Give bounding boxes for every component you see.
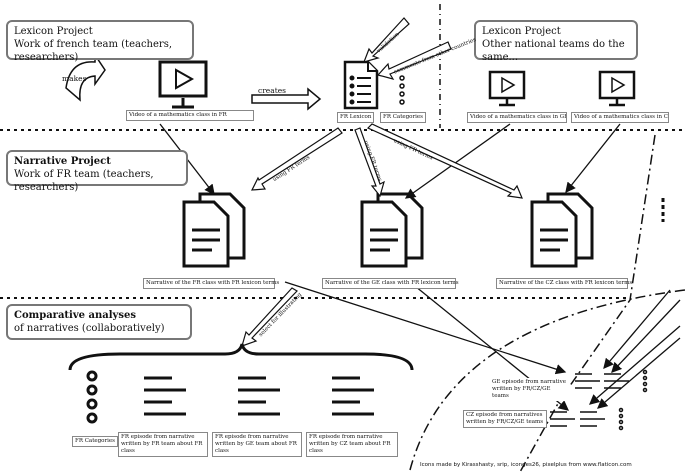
grouping-brace xyxy=(68,343,414,371)
narrative-ge-caption: Narrative of the GE class with FR lexico… xyxy=(322,278,459,289)
select-arrow xyxy=(241,287,298,347)
flow-arrows xyxy=(159,123,681,411)
box-subtitle: of narratives (collaboratively) xyxy=(14,323,165,334)
box-title: Narrative Project xyxy=(14,156,111,167)
video-cz-caption: Video of a mathematics class in CZ xyxy=(571,112,669,123)
narrative-fr-document-icon xyxy=(182,192,246,268)
makes-label: makes xyxy=(62,74,87,83)
creates-label: creates xyxy=(258,86,286,95)
fr-lexicon-caption: FR Lexicon xyxy=(337,112,375,123)
icon-credit: Icons made by Kirasshasty, srip, iconges… xyxy=(420,462,632,468)
right-episode-icons xyxy=(550,369,648,431)
narrative-fr-caption: Narrative of the FR class with FR lexico… xyxy=(143,278,279,289)
lexicon-project-fr-box: Lexicon Project Work of french team (tea… xyxy=(6,20,194,63)
makes-arrow xyxy=(65,52,106,102)
narrative-ge-document-icon xyxy=(360,192,424,268)
box-title: Comparative analyses xyxy=(14,310,136,321)
separator-lines xyxy=(0,4,685,472)
video-cz-icon xyxy=(598,70,636,107)
narrative-cz-caption: Narrative of the CZ class with FR lexico… xyxy=(496,278,632,289)
cz-episode-caption: CZ episode from narratives written by FR… xyxy=(463,410,547,428)
video-ge-icon xyxy=(488,70,526,107)
box-title: Lexicon Project xyxy=(14,26,93,37)
fr-categories-bottom-caption: FR Categories xyxy=(72,436,118,447)
box-title: Lexicon Project xyxy=(482,26,561,37)
categories-dots-icon xyxy=(399,75,405,105)
video-fr-caption: Video of a mathematics class in FR xyxy=(126,110,254,121)
lexicon-project-other-box: Lexicon Project Other national teams do … xyxy=(474,20,638,63)
lexicon-feedback-arrows xyxy=(363,17,452,80)
box-subtitle: Other national teams do the same... xyxy=(482,39,625,63)
ge-episode-caption: GE episode from narrative written by FR/… xyxy=(490,378,570,401)
video-ge-caption: Video of a mathematics class in GE xyxy=(467,112,567,123)
episode-lines-icons xyxy=(144,376,374,416)
episode-fr-by-cz-caption: FR episode from narrative written by CZ … xyxy=(306,432,398,457)
episode-fr-by-fr-caption: FR episode from narrative written by FR … xyxy=(118,432,208,457)
box-subtitle: Work of french team (teachers, researche… xyxy=(14,39,173,63)
comparative-analyses-box: Comparative analyses of narratives (coll… xyxy=(6,304,192,340)
using-fr-terms-arrows xyxy=(250,123,523,199)
episode-fr-by-ge-caption: FR episode from narrative written by GE … xyxy=(212,432,302,457)
lexicon-document-icon xyxy=(343,60,379,110)
fr-categories-caption: FR Categories xyxy=(380,112,426,123)
video-fr-icon xyxy=(158,60,208,109)
narrative-project-box: Narrative Project Work of FR team (teach… xyxy=(6,150,188,193)
box-subtitle: Work of FR team (teachers, researchers) xyxy=(14,169,154,193)
narrative-cz-document-icon xyxy=(530,192,594,268)
creates-arrow xyxy=(251,87,322,111)
categories-bullets-icon xyxy=(86,370,98,424)
